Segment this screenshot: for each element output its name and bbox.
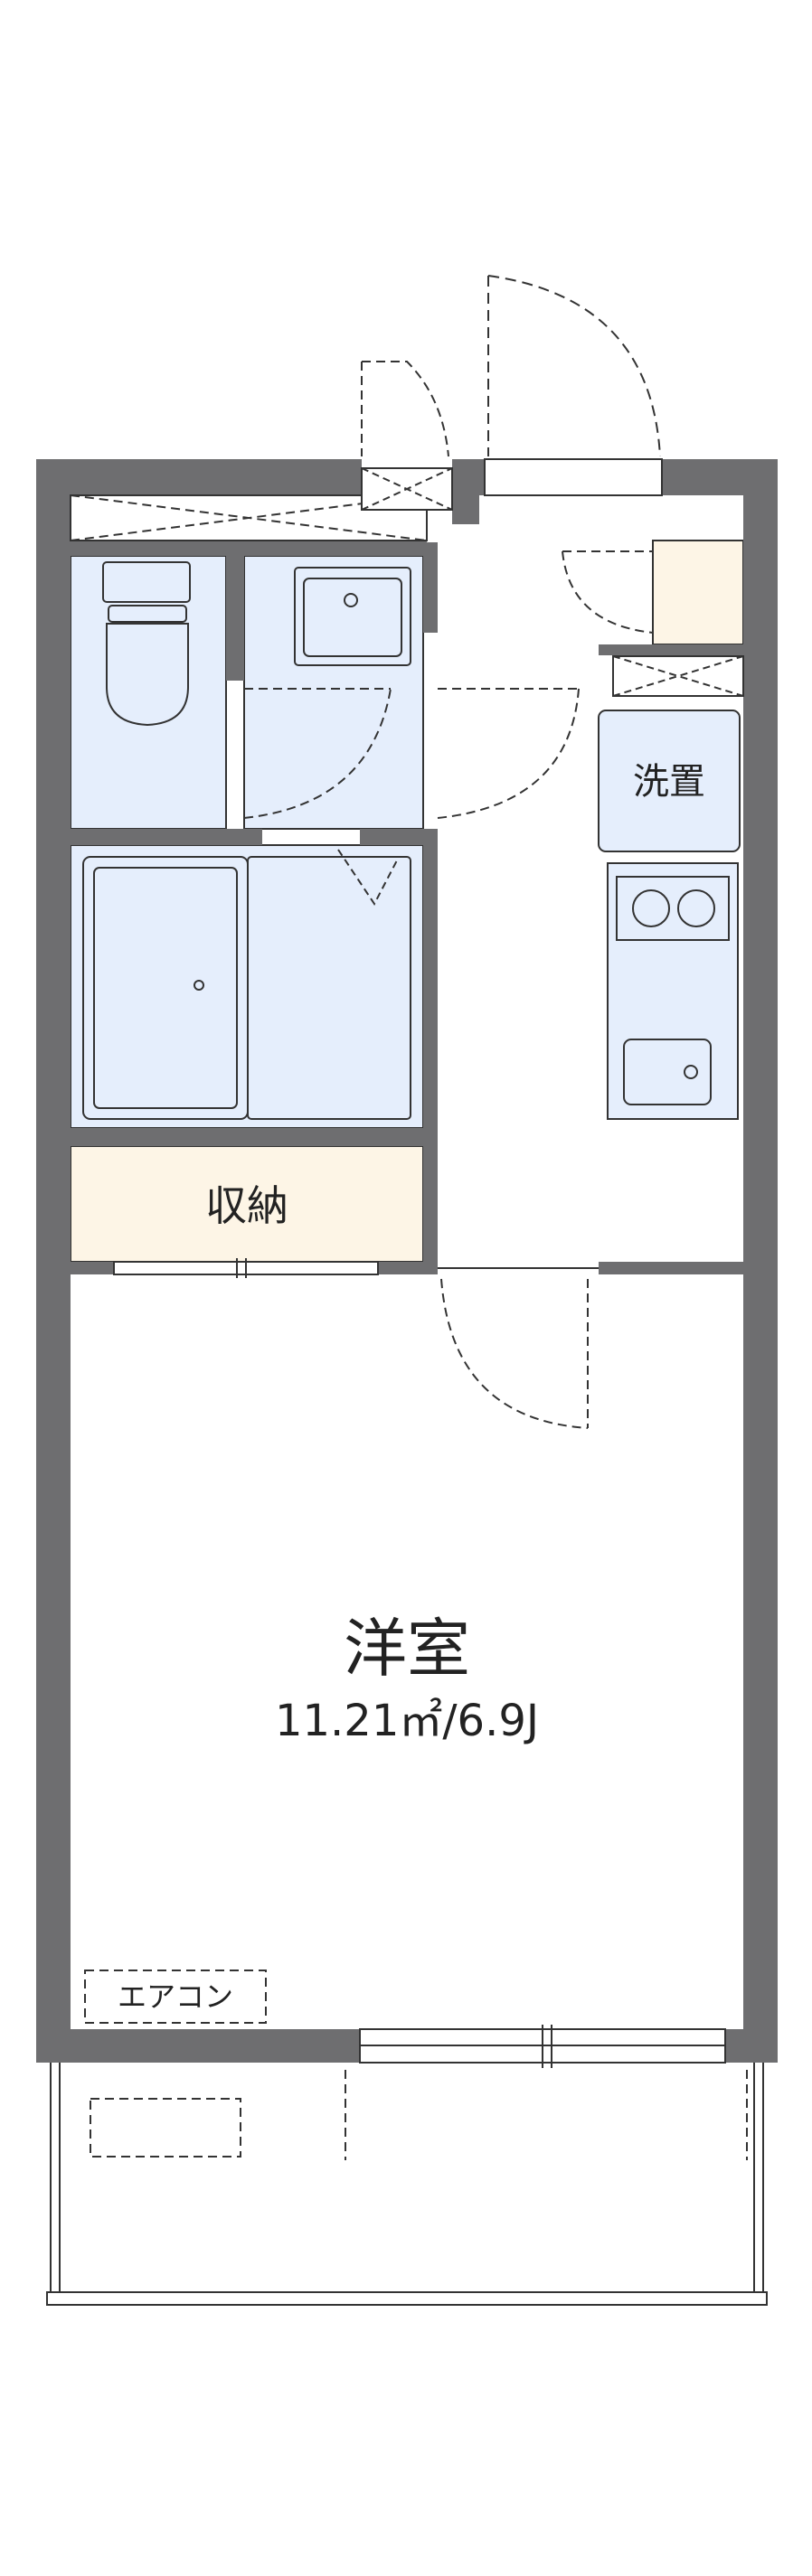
stove-burner-right [677, 889, 715, 927]
utility-cabinet [612, 655, 744, 697]
storage-area [70, 1145, 424, 1263]
room-area: 11.21㎡/6.9J [275, 1696, 539, 1746]
kitchen-counter [607, 862, 739, 1120]
air-conditioner: エアコン [84, 1970, 267, 2024]
air-conditioner-label: エアコン [118, 1979, 233, 2014]
storage-sliding-door [113, 1258, 379, 1278]
balcony-window [359, 2025, 726, 2068]
room-name: 洋室 [344, 1612, 470, 1686]
entrance-door [484, 275, 663, 496]
meter-box [361, 361, 453, 511]
outdoor-unit [90, 2098, 241, 2158]
hall-door [437, 688, 580, 819]
washroom-door [243, 688, 392, 819]
closet-door-swing [562, 550, 654, 634]
balcony [46, 2063, 768, 2306]
toilet [102, 561, 191, 727]
washer-label: 洗置 [633, 761, 705, 803]
bathtub [82, 849, 411, 1120]
kitchen-sink [623, 1039, 712, 1105]
walls [36, 459, 778, 2063]
storage-label: 収納 [205, 1181, 288, 1230]
wash-basin [294, 567, 411, 666]
stove-burner-left [632, 889, 670, 927]
shoe-cabinet [652, 540, 744, 645]
room-door [438, 1267, 599, 1429]
washer-space: 洗置 [598, 710, 741, 852]
